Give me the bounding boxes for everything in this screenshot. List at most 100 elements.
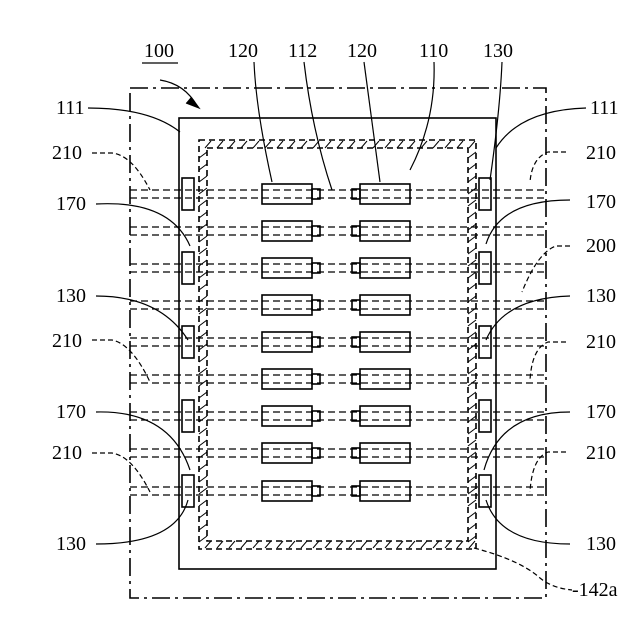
component-body <box>262 481 312 501</box>
hatch-mark <box>433 141 439 148</box>
hatch-mark <box>468 416 476 422</box>
hatch-mark <box>468 512 476 518</box>
hatch-mark <box>468 200 476 206</box>
hatch-mark <box>468 488 476 494</box>
component-body <box>262 258 312 278</box>
hatch-mark <box>468 344 476 350</box>
hatch-mark <box>325 541 331 548</box>
hatch-mark <box>199 392 207 398</box>
hatch-mark <box>397 541 403 548</box>
label-210-right-2: 210 <box>586 331 616 353</box>
edge-pad-left <box>182 178 194 210</box>
component-body <box>360 258 410 278</box>
outer-boundary <box>130 88 546 598</box>
hatch-mark <box>349 541 355 548</box>
hatch-mark <box>385 541 391 548</box>
label-130-top: 130 <box>483 40 513 62</box>
hatch-mark <box>265 541 271 548</box>
component-body <box>262 332 312 352</box>
component-body <box>262 369 312 389</box>
hatch-mark <box>468 500 476 506</box>
hatch-mark <box>199 248 207 254</box>
edge-pad-right <box>479 475 491 507</box>
hatch-mark <box>457 541 463 548</box>
hatch-mark <box>361 541 367 548</box>
edge-pad-left <box>182 400 194 432</box>
hatch-mark <box>199 212 207 218</box>
hatch-mark <box>468 152 476 158</box>
hatch-mark <box>468 284 476 290</box>
hatch-mark <box>468 392 476 398</box>
hatch-mark <box>199 332 207 338</box>
edge-pad-right <box>479 326 491 358</box>
hatch-mark <box>445 541 451 548</box>
component-body <box>360 332 410 352</box>
hatch-mark <box>199 428 207 434</box>
edge-pad-left <box>182 475 194 507</box>
label-170-right-2: 170 <box>586 401 616 423</box>
hatch-mark <box>468 176 476 182</box>
label-170-left-2: 170 <box>56 401 86 423</box>
hatch-mark <box>468 428 476 434</box>
hatch-mark <box>199 164 207 170</box>
label-210-left-3: 210 <box>52 442 82 464</box>
label-142a: -142a <box>572 579 618 601</box>
label-130-left-1: 130 <box>56 285 86 307</box>
hatch-mark <box>199 512 207 518</box>
component-body <box>262 443 312 463</box>
hatch-mark <box>199 524 207 530</box>
hatch-mark <box>468 236 476 242</box>
reference-labels: 100 120 112 120 110 130 111 111 210 210 … <box>52 40 619 601</box>
hatch-mark <box>253 141 259 148</box>
hatch-mark <box>469 141 475 148</box>
hatch-mark <box>199 176 207 182</box>
hatch-mark <box>349 141 355 148</box>
label-210-right-3: 210 <box>586 442 616 464</box>
hatch-mark <box>433 541 439 548</box>
hatch-mark <box>199 200 207 206</box>
leader-lines <box>88 62 586 590</box>
hatch-mark <box>457 141 463 148</box>
component-body <box>360 406 410 426</box>
label-210-left-1: 210 <box>52 142 82 164</box>
hatch-mark <box>205 141 211 148</box>
substrate-outline <box>179 118 496 569</box>
hatch-mark <box>468 464 476 470</box>
hatch-mark <box>199 488 207 494</box>
hatch-mark <box>199 188 207 194</box>
hatch-mark <box>468 476 476 482</box>
edge-pad-right <box>479 400 491 432</box>
hatch-mark <box>265 141 271 148</box>
hatch-mark <box>289 541 295 548</box>
hatch-mark <box>253 541 259 548</box>
frame-inner-dashed <box>207 148 468 541</box>
hatch-mark <box>337 141 343 148</box>
hatch-mark <box>468 188 476 194</box>
hatch-mark <box>373 541 379 548</box>
hatch-mark <box>199 464 207 470</box>
hatch-mark <box>229 541 235 548</box>
component-body <box>360 184 410 204</box>
hatch-mark <box>468 332 476 338</box>
components-group <box>262 184 410 501</box>
hatch-mark <box>397 141 403 148</box>
hatch-mark <box>217 141 223 148</box>
hatch-mark <box>301 141 307 148</box>
hatch-mark <box>468 524 476 530</box>
hatch-mark <box>199 356 207 362</box>
hatch-mark <box>361 141 367 148</box>
component-body <box>262 221 312 241</box>
hatch-mark <box>289 141 295 148</box>
dashed-lines-group <box>130 190 546 495</box>
hatch-mark <box>229 141 235 148</box>
label-130-right-1: 130 <box>586 285 616 307</box>
hatch-mark <box>199 500 207 506</box>
label-210-right-1: 210 <box>586 142 616 164</box>
hatch-mark <box>217 541 223 548</box>
hatch-mark <box>199 476 207 482</box>
hatch-mark <box>199 368 207 374</box>
hatch-mark <box>373 141 379 148</box>
hatch-mark <box>445 141 451 148</box>
hatch-mark <box>199 272 207 278</box>
